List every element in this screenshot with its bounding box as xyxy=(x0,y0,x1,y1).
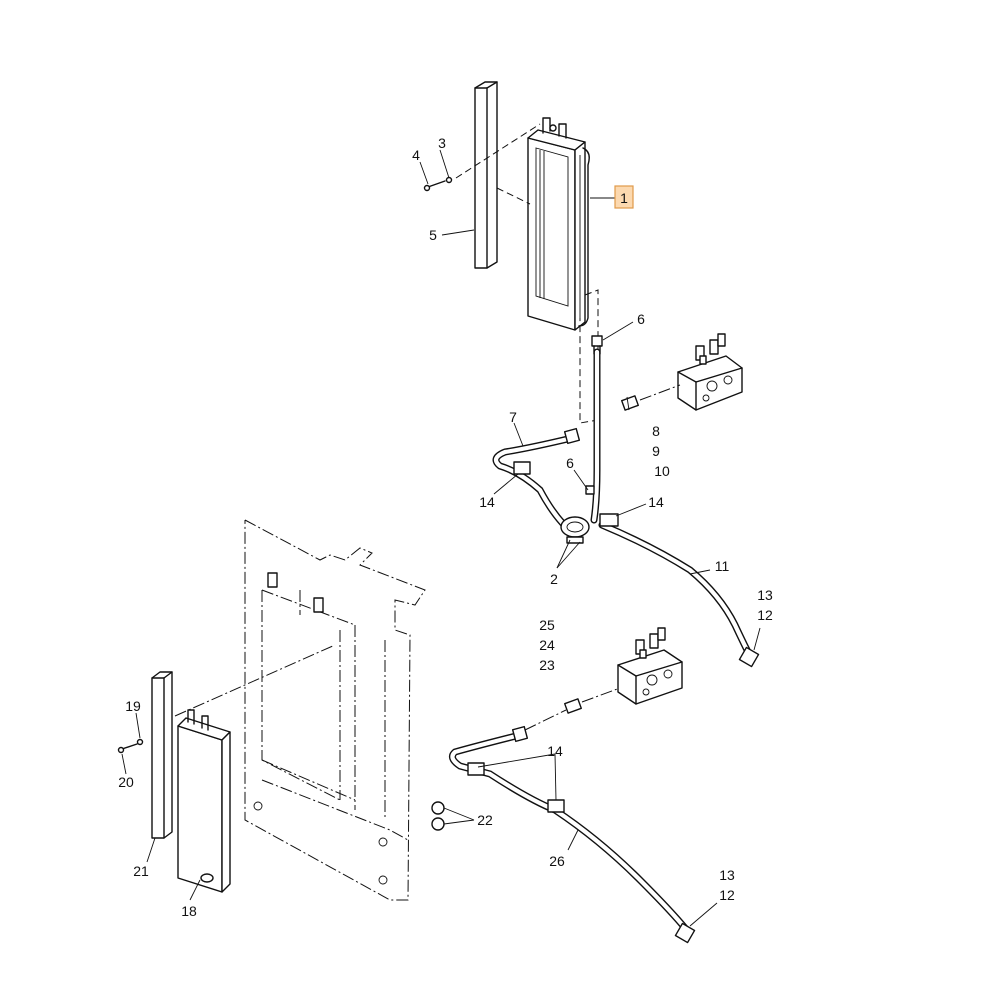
callout-25: 25 xyxy=(539,617,555,633)
callout-14a: 14 xyxy=(479,494,495,510)
assembly-line xyxy=(524,709,567,731)
assembly-line xyxy=(174,644,336,717)
callout-4: 4 xyxy=(412,147,420,163)
callout-22: 22 xyxy=(477,812,493,828)
callout-12b: 12 xyxy=(719,887,735,903)
assembly-line xyxy=(455,123,541,179)
part-1-cooler xyxy=(527,117,590,331)
part-23-adapter xyxy=(564,698,582,714)
part-6-fitting-lower xyxy=(585,485,595,495)
part-7-hose xyxy=(492,427,581,539)
callout-3: 3 xyxy=(438,135,446,151)
part-14-clamp xyxy=(513,461,619,527)
callout-14c: 14 xyxy=(547,743,563,759)
part-hose-vertical xyxy=(590,348,601,524)
part-2-tee xyxy=(560,516,590,544)
callout-24: 24 xyxy=(539,637,555,653)
callout-5: 5 xyxy=(429,227,437,243)
callout-14b: 14 xyxy=(648,494,664,510)
callout-21: 21 xyxy=(133,863,149,879)
part-11-hose xyxy=(598,521,760,668)
part-3-washer xyxy=(445,176,453,184)
callout-13a: 13 xyxy=(757,587,773,603)
part-19-washer xyxy=(136,738,144,746)
callout-1: 1 xyxy=(620,190,628,206)
part-8-adapter xyxy=(621,395,639,411)
callout-9: 9 xyxy=(652,443,660,459)
callout-20: 20 xyxy=(118,774,134,790)
callout-18: 18 xyxy=(181,903,197,919)
callout-labels: 1 3 4 5 6 7 8 9 10 6 14 14 2 11 13 12 25… xyxy=(118,135,773,919)
callout-7: 7 xyxy=(509,409,517,425)
callout-23: 23 xyxy=(539,657,555,673)
callout-2: 2 xyxy=(550,571,558,587)
part-14-clamp-lower xyxy=(467,762,565,813)
part-22-plugs xyxy=(431,801,445,831)
callout-19: 19 xyxy=(125,698,141,714)
assembly-line xyxy=(496,187,531,205)
part-21-bar xyxy=(151,671,173,839)
highlight-box-part-1 xyxy=(614,185,634,209)
leader-lines xyxy=(121,149,761,927)
part-20-bolt xyxy=(117,743,138,754)
assembly-line xyxy=(581,687,621,703)
callout-11: 11 xyxy=(715,558,730,574)
callout-10: 10 xyxy=(654,463,670,479)
callout-13b: 13 xyxy=(719,867,735,883)
callout-26: 26 xyxy=(549,853,565,869)
assembly-line xyxy=(639,384,681,401)
callout-12a: 12 xyxy=(757,607,773,623)
valve-block-upper xyxy=(677,333,743,411)
callout-6a: 6 xyxy=(637,311,645,327)
valve-block-lower xyxy=(617,627,683,705)
callout-8: 8 xyxy=(652,423,660,439)
part-5-upright-bar xyxy=(474,81,498,269)
part-26-hose xyxy=(448,725,696,944)
part-4-bolt xyxy=(423,180,446,192)
callout-6b: 6 xyxy=(566,455,574,471)
part-18-cooler xyxy=(177,709,231,893)
frame-phantom xyxy=(244,519,426,901)
